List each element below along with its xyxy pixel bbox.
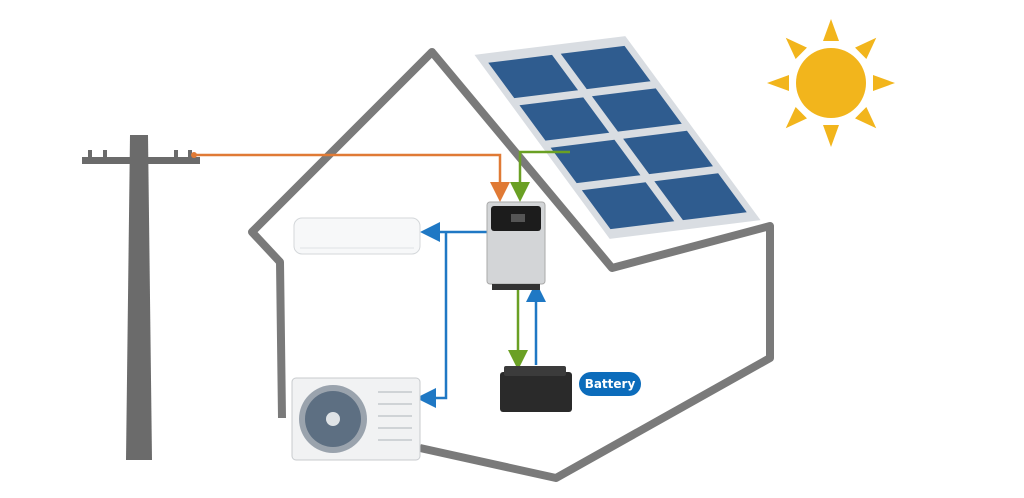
panel-to-inverter-line [510,150,570,202]
utility-pole-icon [82,135,200,460]
battery-icon [500,366,572,412]
grid-to-inverter-line [194,153,510,202]
battery-label: Battery [579,372,641,396]
sun-icon [767,19,895,147]
outdoor-ac-unit-icon [291,377,421,461]
indoor-ac-unit-icon [293,217,421,255]
house-outline [248,48,774,482]
solar-panel-array [474,36,761,239]
inverter-icon [486,201,546,290]
inverter-to-outdoor-unit-line [416,232,448,408]
